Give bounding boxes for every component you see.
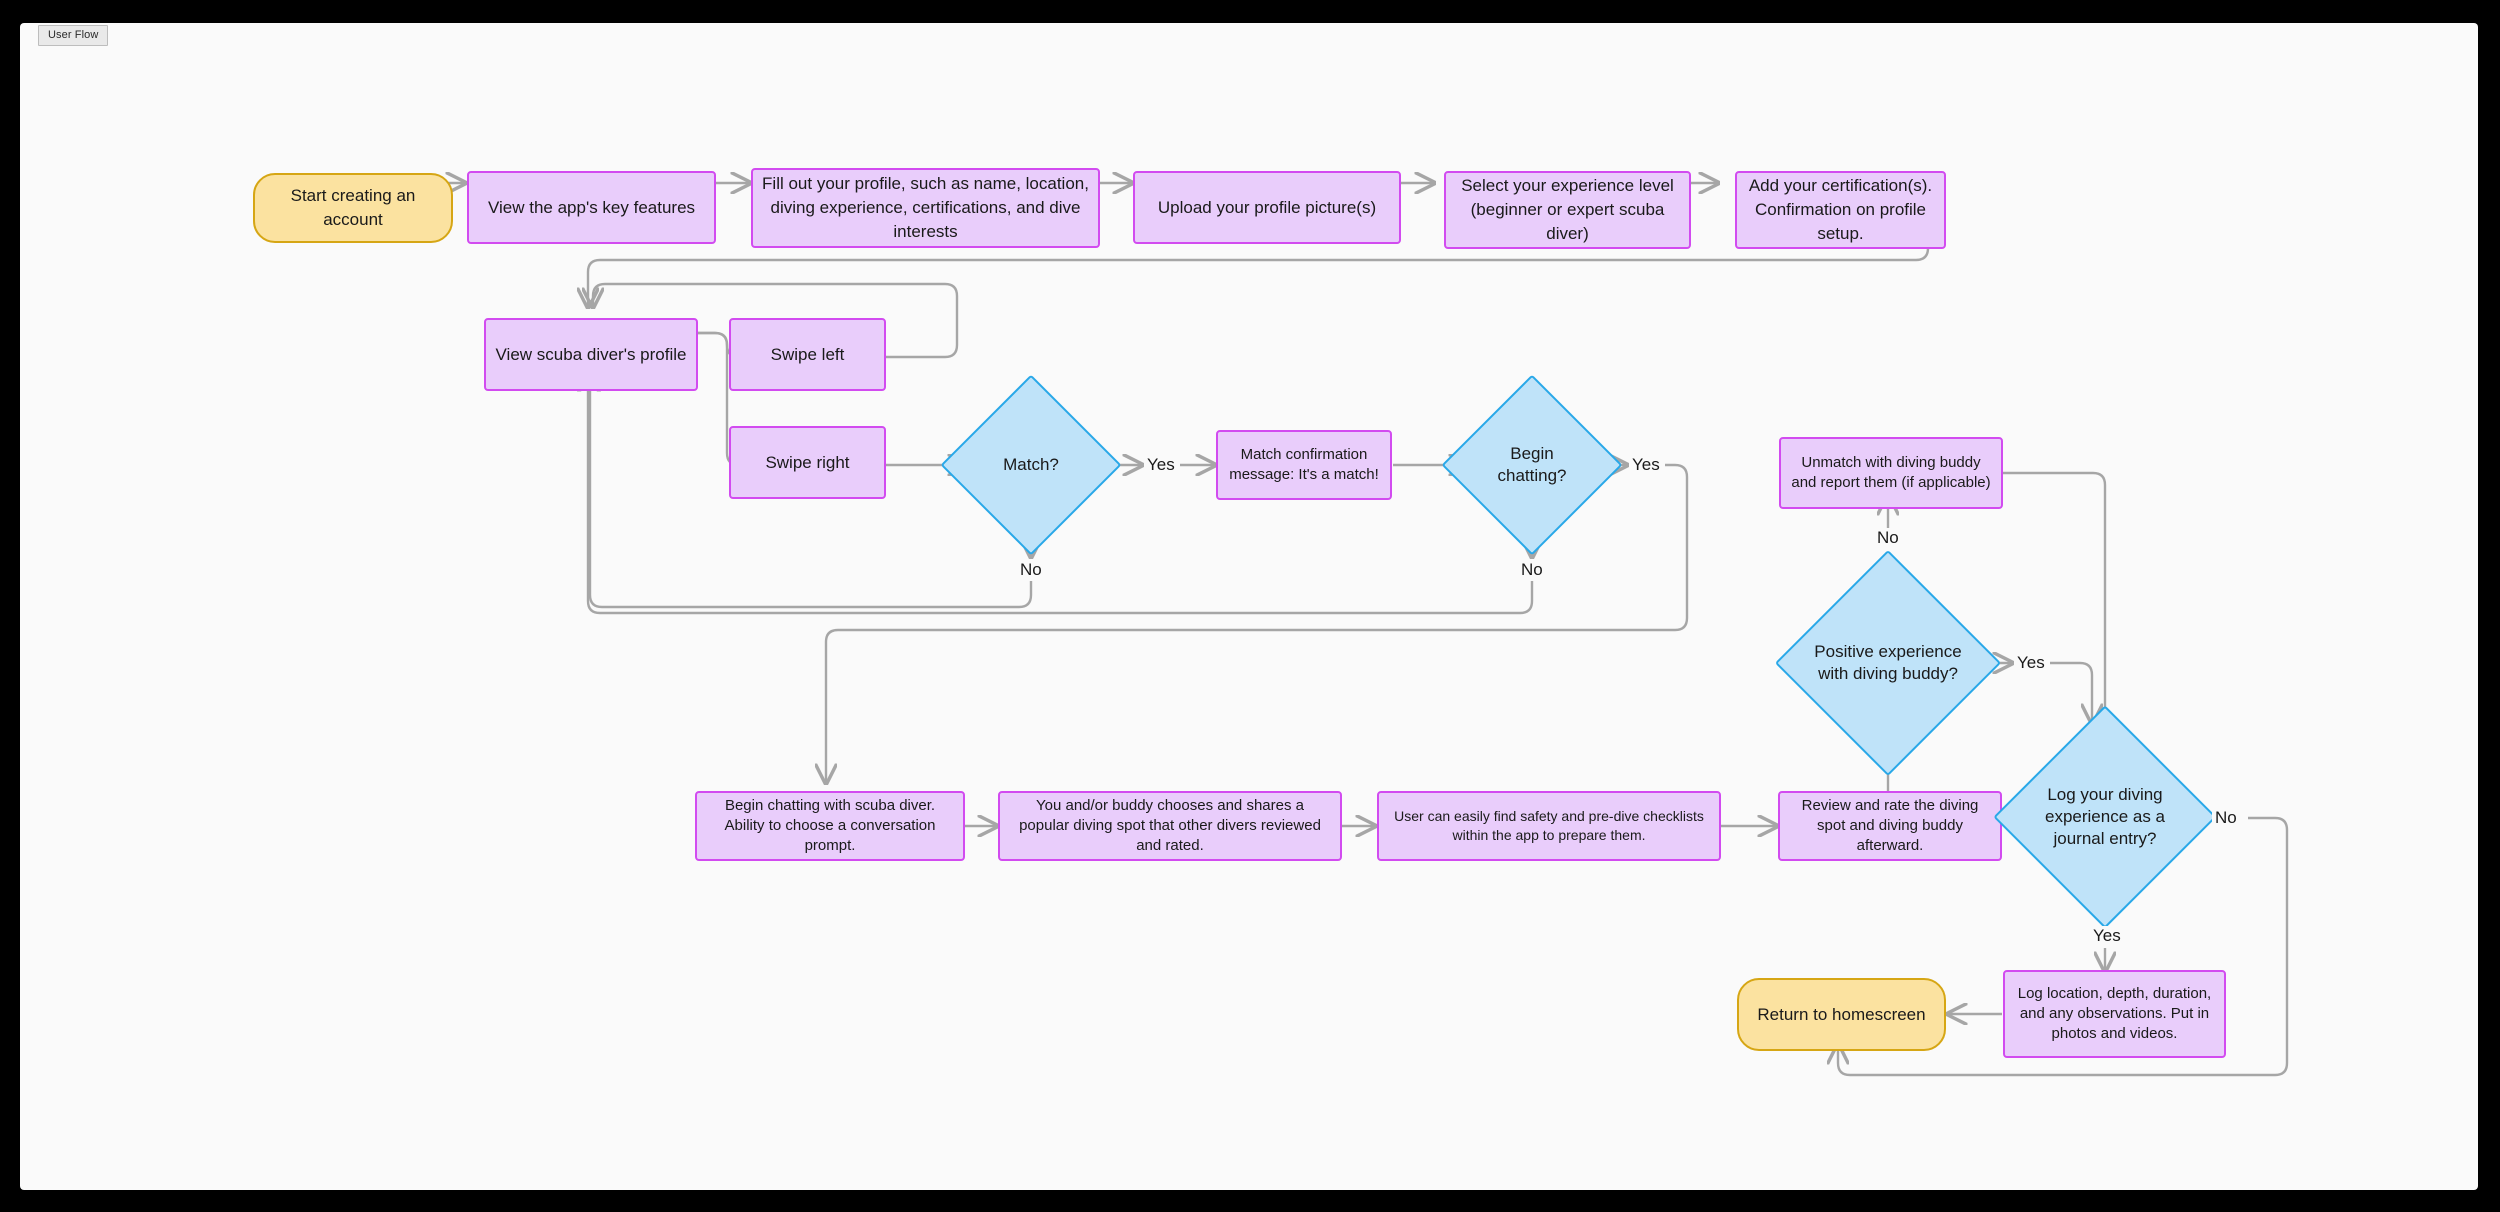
node-return-home[interactable]: Return to homescreen: [1737, 978, 1946, 1051]
node-label: Swipe left: [770, 344, 845, 364]
node-label: Upload your profile picture(s): [1157, 197, 1377, 217]
edge-label-chatting-yes: Yes: [1629, 455, 1663, 475]
node-label: Log your diving experience as a journal …: [2044, 785, 2166, 848]
node-label: View the app's key features: [487, 197, 696, 217]
edge-match-no-loop: [590, 372, 1033, 609]
node-upload-picture[interactable]: Upload your profile picture(s): [1133, 171, 1401, 244]
node-safety-checklists[interactable]: User can easily find safety and pre-dive…: [1377, 791, 1721, 861]
edge-label-match-no: No: [1017, 560, 1045, 580]
node-log-details[interactable]: Log location, depth, duration, and any o…: [2003, 970, 2226, 1058]
node-begin-chatting[interactable]: Begin chatting with scuba diver. Ability…: [695, 791, 965, 861]
node-label: Add your certification(s). Confirmation …: [1748, 176, 1933, 243]
node-label: Fill out your profile, such as name, loc…: [762, 174, 1089, 241]
node-label: Swipe right: [765, 452, 850, 472]
node-start-account[interactable]: Start creating an account: [253, 173, 453, 243]
node-key-features[interactable]: View the app's key features: [467, 171, 716, 244]
node-match-confirmation[interactable]: Match confirmation message: It's a match…: [1216, 430, 1392, 500]
node-choose-spot[interactable]: You and/or buddy chooses and shares a po…: [998, 791, 1342, 861]
node-label: User can easily find safety and pre-dive…: [1394, 808, 1704, 843]
edge-label-journal-yes: Yes: [2090, 926, 2124, 946]
node-label: Log location, depth, duration, and any o…: [2017, 985, 2212, 1042]
node-match-question[interactable]: Match?: [940, 374, 1122, 556]
node-journal-entry-question[interactable]: Log your diving experience as a journal …: [1993, 705, 2217, 929]
node-add-certification[interactable]: Add your certification(s). Confirmation …: [1735, 171, 1946, 249]
node-review-rate[interactable]: Review and rate the diving spot and divi…: [1778, 791, 2002, 861]
edge-chatting-yes-route: [826, 463, 1689, 783]
node-label: Start creating an account: [290, 186, 416, 229]
node-label: Begin chatting with scuba diver. Ability…: [724, 797, 936, 854]
edge-unmatch-to-journal: [1998, 471, 2105, 738]
node-label: Match confirmation message: It's a match…: [1229, 446, 1379, 483]
node-begin-chatting-question[interactable]: Begin chatting?: [1441, 374, 1623, 556]
node-swipe-right[interactable]: Swipe right: [729, 426, 886, 499]
node-experience-level[interactable]: Select your experience level (beginner o…: [1444, 171, 1691, 249]
node-label: Select your experience level (beginner o…: [1461, 176, 1674, 243]
diagram-canvas[interactable]: User Flow: [20, 23, 2478, 1190]
edge-journal-no-route: [1838, 816, 2289, 1077]
edge-label-positive-no: No: [1874, 528, 1902, 548]
node-label: View scuba diver's profile: [495, 344, 687, 364]
node-view-profile[interactable]: View scuba diver's profile: [484, 318, 698, 391]
edge-certification-to-view-profile: [588, 219, 1930, 307]
frame-label[interactable]: User Flow: [38, 25, 109, 46]
node-fill-profile[interactable]: Fill out your profile, such as name, loc…: [751, 168, 1100, 248]
node-label: Match?: [1003, 455, 1059, 474]
edge-label-positive-yes: Yes: [2014, 653, 2048, 673]
node-label: Positive experience with diving buddy?: [1814, 642, 1962, 683]
edge-swipe-left-loop: [593, 282, 959, 359]
edge-positive-yes-to-journal: [2050, 661, 2092, 723]
node-label: Review and rate the diving spot and divi…: [1801, 797, 1979, 854]
node-swipe-left[interactable]: Swipe left: [729, 318, 886, 391]
node-label: Return to homescreen: [1757, 1004, 1926, 1024]
node-label: Unmatch with diving buddy and report the…: [1791, 454, 1991, 491]
node-label: You and/or buddy chooses and shares a po…: [1019, 797, 1321, 854]
edge-label-journal-no: No: [2212, 808, 2240, 828]
node-unmatch[interactable]: Unmatch with diving buddy and report the…: [1779, 437, 2003, 509]
edge-label-match-yes: Yes: [1144, 455, 1178, 475]
edge-chatting-no-loop: [588, 372, 1534, 615]
edge-label-chatting-no: No: [1518, 560, 1546, 580]
node-label: Begin chatting?: [1497, 444, 1567, 485]
node-positive-experience-question[interactable]: Positive experience with diving buddy?: [1774, 549, 2002, 777]
